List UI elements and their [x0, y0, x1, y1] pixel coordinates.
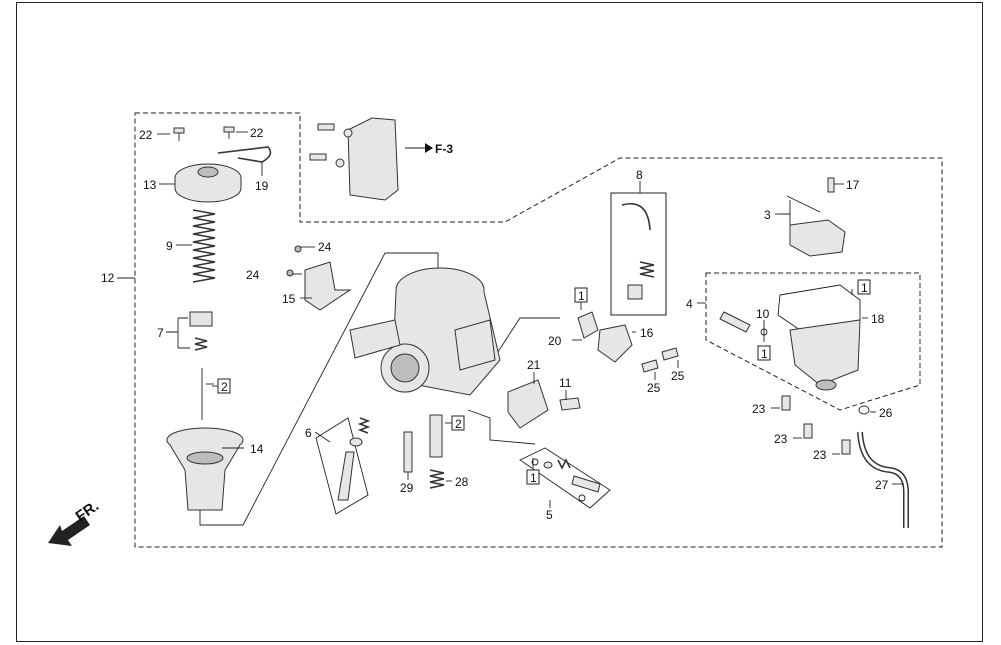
callout-29: 29	[400, 481, 414, 495]
boxed-ref-2-slide: 2	[451, 415, 465, 431]
projection-line-pilot	[467, 409, 536, 445]
leader-lines	[117, 131, 904, 508]
float-chamber-boundary	[705, 272, 921, 411]
screw-23-a	[781, 395, 791, 411]
boxed-ref-2-needle: 2	[217, 378, 231, 394]
callout-14: 14	[250, 442, 264, 456]
screw-23-b	[803, 423, 813, 439]
part-3-bracket	[781, 200, 791, 232]
cover-plate-f3	[309, 117, 399, 201]
callout-17: 17	[846, 178, 860, 192]
screw-23-c	[841, 439, 851, 455]
boxed-ref-1-valve: 1	[757, 345, 771, 361]
needle-jet-29	[403, 431, 413, 473]
callout-23-mid: 23	[774, 432, 788, 446]
jet-6	[337, 417, 371, 501]
callout-26: 26	[879, 406, 893, 420]
svg-text:2: 2	[455, 417, 462, 431]
top-cover-13	[174, 163, 242, 203]
callout-11: 11	[559, 376, 572, 390]
bracket-15	[286, 245, 352, 311]
callout-28: 28	[455, 475, 469, 489]
part-8-frame	[610, 192, 667, 316]
projection-line-cable	[493, 317, 560, 359]
boxed-ref-1-lever: 1	[574, 287, 588, 303]
f3-arrow-head	[425, 143, 433, 153]
diagram-frame	[16, 2, 983, 642]
svg-text:2: 2	[221, 380, 228, 394]
screw-22-left	[173, 127, 185, 141]
callout-22-left: 22	[139, 128, 153, 142]
float-valve-10	[719, 311, 751, 333]
callout-18: 18	[871, 312, 885, 326]
projection-line-piston	[199, 252, 439, 526]
washer-26	[858, 405, 870, 415]
slide-2	[429, 414, 443, 458]
bracket-21	[507, 379, 549, 429]
needle-clip-7	[189, 311, 213, 351]
callout-21: 21	[527, 358, 541, 372]
callout-23-top: 23	[752, 402, 766, 416]
callout-12: 12	[101, 271, 115, 285]
callout-23-bottom: 23	[813, 448, 827, 462]
throttle-stop-16	[597, 324, 633, 363]
screw-22-right	[223, 126, 235, 139]
float-3	[786, 177, 846, 257]
svg-text:1: 1	[578, 289, 585, 303]
boxed-ref-1-gasket: 1	[857, 279, 871, 295]
callout-3: 3	[764, 208, 771, 222]
callout-15: 15	[282, 292, 296, 306]
spring-9	[192, 209, 216, 283]
callout-20: 20	[548, 334, 562, 348]
part-5-bracket	[519, 447, 611, 509]
part-6-bracket	[315, 417, 369, 515]
screw-11	[559, 397, 581, 411]
callout-10: 10	[756, 307, 770, 321]
callout-27: 27	[875, 478, 889, 492]
callout-16: 16	[640, 326, 654, 340]
spring-28	[429, 469, 445, 489]
piston-diaphragm-14	[166, 427, 244, 511]
callout-19: 19	[255, 179, 269, 193]
screw-25-b	[661, 347, 679, 361]
lever-20	[577, 311, 599, 339]
carburetor-body	[349, 267, 501, 396]
assembly-boundary	[134, 112, 943, 548]
boxed-ref-1-pilot: 1	[526, 469, 540, 485]
callout-4: 4	[686, 297, 693, 311]
callout-22-right: 22	[250, 126, 264, 140]
pilot-screw-5	[531, 458, 601, 502]
svg-text:1: 1	[861, 281, 868, 295]
callout-24-top: 24	[318, 240, 332, 254]
callout-25-lower: 25	[647, 381, 661, 395]
callout-25-upper: 25	[671, 369, 685, 383]
callout-13: 13	[143, 178, 157, 192]
callout-6: 6	[305, 426, 312, 440]
screw-25-a	[641, 359, 659, 373]
callout-7: 7	[157, 326, 164, 340]
front-arrow	[48, 516, 90, 546]
callout-5: 5	[546, 508, 553, 522]
reference-label-f3: F-3	[435, 142, 453, 156]
svg-text:1: 1	[761, 347, 768, 361]
cable-guide-19	[217, 146, 272, 163]
callout-8: 8	[636, 168, 643, 182]
choke-cable-8	[621, 203, 655, 300]
float-chamber-18	[777, 284, 861, 391]
callout-9: 9	[166, 239, 173, 253]
svg-text:1: 1	[530, 471, 537, 485]
callout-24-left: 24	[246, 268, 260, 282]
